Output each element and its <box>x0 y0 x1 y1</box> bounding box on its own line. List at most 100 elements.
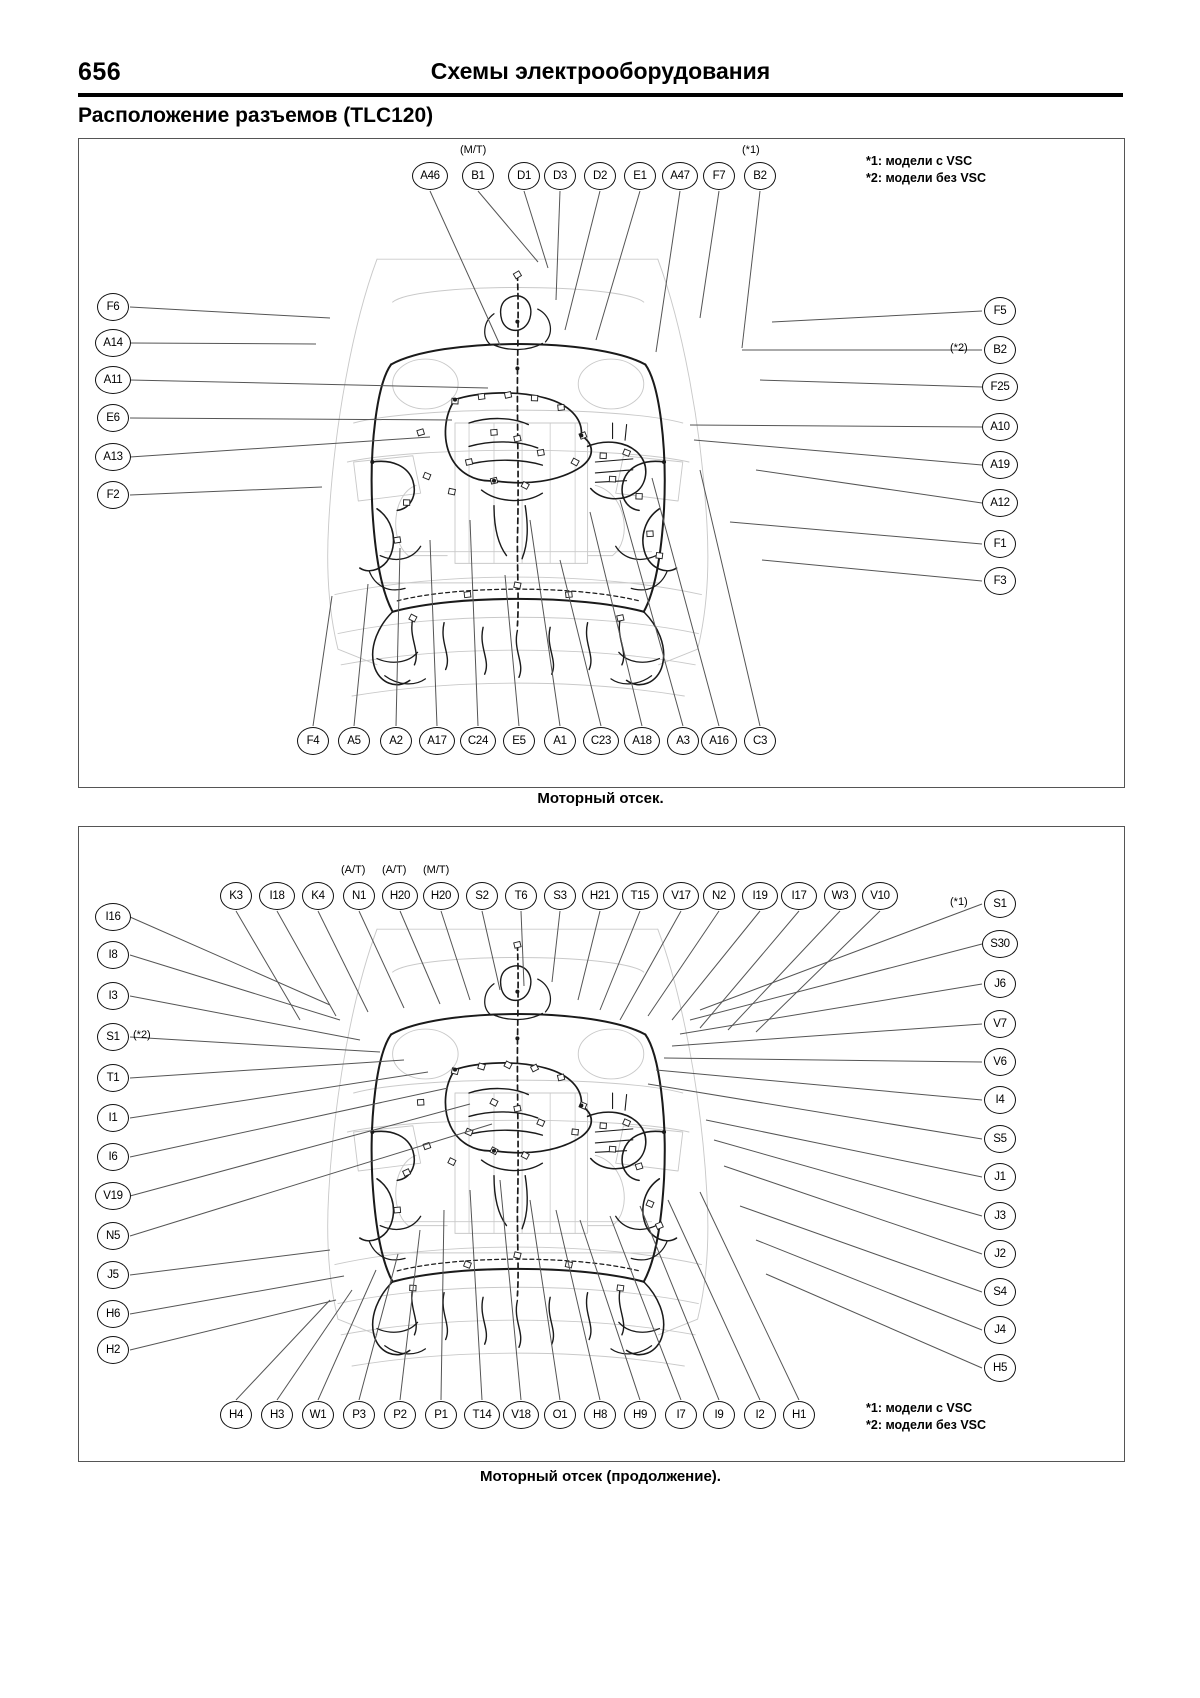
connector-node-i6[interactable]: I6 <box>97 1143 129 1171</box>
connector-node-t14[interactable]: T14 <box>464 1401 500 1429</box>
connector-node-i9[interactable]: I9 <box>703 1401 735 1429</box>
connector-node-j1[interactable]: J1 <box>984 1163 1016 1191</box>
connector-node-j2[interactable]: J2 <box>984 1240 1016 1268</box>
connector-node-n2[interactable]: N2 <box>703 882 735 910</box>
connector-node-f2[interactable]: F2 <box>97 481 129 509</box>
connector-node-f1[interactable]: F1 <box>984 530 1016 558</box>
connector-note-b2: (*2) <box>950 342 968 354</box>
connector-node-a11[interactable]: A11 <box>95 366 131 394</box>
connector-node-i8[interactable]: I8 <box>97 941 129 969</box>
connector-node-p3[interactable]: P3 <box>343 1401 375 1429</box>
connector-node-s4[interactable]: S4 <box>984 1278 1016 1306</box>
connector-node-t6[interactable]: T6 <box>505 882 537 910</box>
connector-node-f4[interactable]: F4 <box>297 727 329 755</box>
connector-node-b2[interactable]: B2 <box>984 336 1016 364</box>
connector-note-h20: (M/T) <box>423 864 450 876</box>
connector-node-i2[interactable]: I2 <box>744 1401 776 1429</box>
connector-node-h2[interactable]: H2 <box>97 1336 129 1364</box>
connector-node-i1[interactable]: I1 <box>97 1104 129 1132</box>
connector-node-a1[interactable]: A1 <box>544 727 576 755</box>
connector-node-a47[interactable]: A47 <box>662 162 698 190</box>
connector-node-j4[interactable]: J4 <box>984 1316 1016 1344</box>
connector-node-f25[interactable]: F25 <box>982 373 1018 401</box>
connector-node-c23[interactable]: C23 <box>583 727 619 755</box>
connector-node-v10[interactable]: V10 <box>862 882 898 910</box>
connector-node-i16[interactable]: I16 <box>95 903 131 931</box>
connector-node-v7[interactable]: V7 <box>984 1010 1016 1038</box>
connector-node-n5[interactable]: N5 <box>97 1222 129 1250</box>
connector-node-o1[interactable]: O1 <box>544 1401 576 1429</box>
connector-node-n1[interactable]: N1 <box>343 882 375 910</box>
connector-node-i17[interactable]: I17 <box>781 882 817 910</box>
connector-node-s2[interactable]: S2 <box>466 882 498 910</box>
connector-node-f6[interactable]: F6 <box>97 293 129 321</box>
connector-node-a19[interactable]: A19 <box>982 451 1018 479</box>
connector-node-j6[interactable]: J6 <box>984 970 1016 998</box>
connector-node-e6[interactable]: E6 <box>97 404 129 432</box>
connector-node-i4[interactable]: I4 <box>984 1086 1016 1114</box>
connector-node-i3[interactable]: I3 <box>97 982 129 1010</box>
connector-node-i7[interactable]: I7 <box>665 1401 697 1429</box>
connector-node-a18[interactable]: A18 <box>624 727 660 755</box>
connector-node-s30[interactable]: S30 <box>982 930 1018 958</box>
connector-node-i19[interactable]: I19 <box>742 882 778 910</box>
connector-node-k3[interactable]: K3 <box>220 882 252 910</box>
connector-node-s5[interactable]: S5 <box>984 1125 1016 1153</box>
connector-node-a13[interactable]: A13 <box>95 443 131 471</box>
connector-node-e5[interactable]: E5 <box>503 727 535 755</box>
connector-node-d2[interactable]: D2 <box>584 162 616 190</box>
connector-node-a17[interactable]: A17 <box>419 727 455 755</box>
vsc-legend-1: *1: модели с VSC *2: модели без VSC <box>866 153 986 187</box>
connector-node-h20[interactable]: H20 <box>382 882 418 910</box>
connector-node-a3[interactable]: A3 <box>667 727 699 755</box>
connector-node-p2[interactable]: P2 <box>384 1401 416 1429</box>
connector-node-a2[interactable]: A2 <box>380 727 412 755</box>
connector-node-h9[interactable]: H9 <box>624 1401 656 1429</box>
connector-node-c24[interactable]: C24 <box>460 727 496 755</box>
connector-node-h8[interactable]: H8 <box>584 1401 616 1429</box>
connector-node-v6[interactable]: V6 <box>984 1048 1016 1076</box>
connector-node-s1[interactable]: S1 <box>984 890 1016 918</box>
connector-node-t15[interactable]: T15 <box>622 882 658 910</box>
connector-note-s1: (*1) <box>950 896 968 908</box>
connector-node-f3[interactable]: F3 <box>984 567 1016 595</box>
connector-node-i18[interactable]: I18 <box>259 882 295 910</box>
connector-node-h1[interactable]: H1 <box>783 1401 815 1429</box>
connector-node-a5[interactable]: A5 <box>338 727 370 755</box>
connector-node-v17[interactable]: V17 <box>663 882 699 910</box>
page-header: 656 Схемы электрооборудования <box>78 58 1123 98</box>
connector-node-s3[interactable]: S3 <box>544 882 576 910</box>
connector-node-v18[interactable]: V18 <box>503 1401 539 1429</box>
connector-node-d1[interactable]: D1 <box>508 162 540 190</box>
connector-node-w3[interactable]: W3 <box>824 882 856 910</box>
connector-node-a10[interactable]: A10 <box>982 413 1018 441</box>
connector-node-h20[interactable]: H20 <box>423 882 459 910</box>
connector-node-c3[interactable]: C3 <box>744 727 776 755</box>
connector-node-j5[interactable]: J5 <box>97 1261 129 1289</box>
connector-node-s1[interactable]: S1 <box>97 1023 129 1051</box>
connector-node-t1[interactable]: T1 <box>97 1064 129 1092</box>
connector-node-a16[interactable]: A16 <box>701 727 737 755</box>
connector-node-e1[interactable]: E1 <box>624 162 656 190</box>
connector-node-p1[interactable]: P1 <box>425 1401 457 1429</box>
connector-node-a46[interactable]: A46 <box>412 162 448 190</box>
diagram-2-caption: Моторный отсек (продолжение). <box>480 1468 721 1485</box>
connector-node-w1[interactable]: W1 <box>302 1401 334 1429</box>
connector-node-h6[interactable]: H6 <box>97 1300 129 1328</box>
connector-node-h4[interactable]: H4 <box>220 1401 252 1429</box>
engine-bay-diagram-1 <box>78 138 1125 788</box>
connector-node-d3[interactable]: D3 <box>544 162 576 190</box>
vsc-note-1: *1: модели с VSC <box>866 154 973 168</box>
connector-node-k4[interactable]: K4 <box>302 882 334 910</box>
connector-node-a12[interactable]: A12 <box>982 489 1018 517</box>
connector-node-j3[interactable]: J3 <box>984 1202 1016 1230</box>
connector-node-b1[interactable]: B1 <box>462 162 494 190</box>
connector-node-h3[interactable]: H3 <box>261 1401 293 1429</box>
connector-node-b2[interactable]: B2 <box>744 162 776 190</box>
connector-node-f7[interactable]: F7 <box>703 162 735 190</box>
connector-node-f5[interactable]: F5 <box>984 297 1016 325</box>
connector-node-h5[interactable]: H5 <box>984 1354 1016 1382</box>
connector-node-v19[interactable]: V19 <box>95 1182 131 1210</box>
connector-node-a14[interactable]: A14 <box>95 329 131 357</box>
connector-node-h21[interactable]: H21 <box>582 882 618 910</box>
